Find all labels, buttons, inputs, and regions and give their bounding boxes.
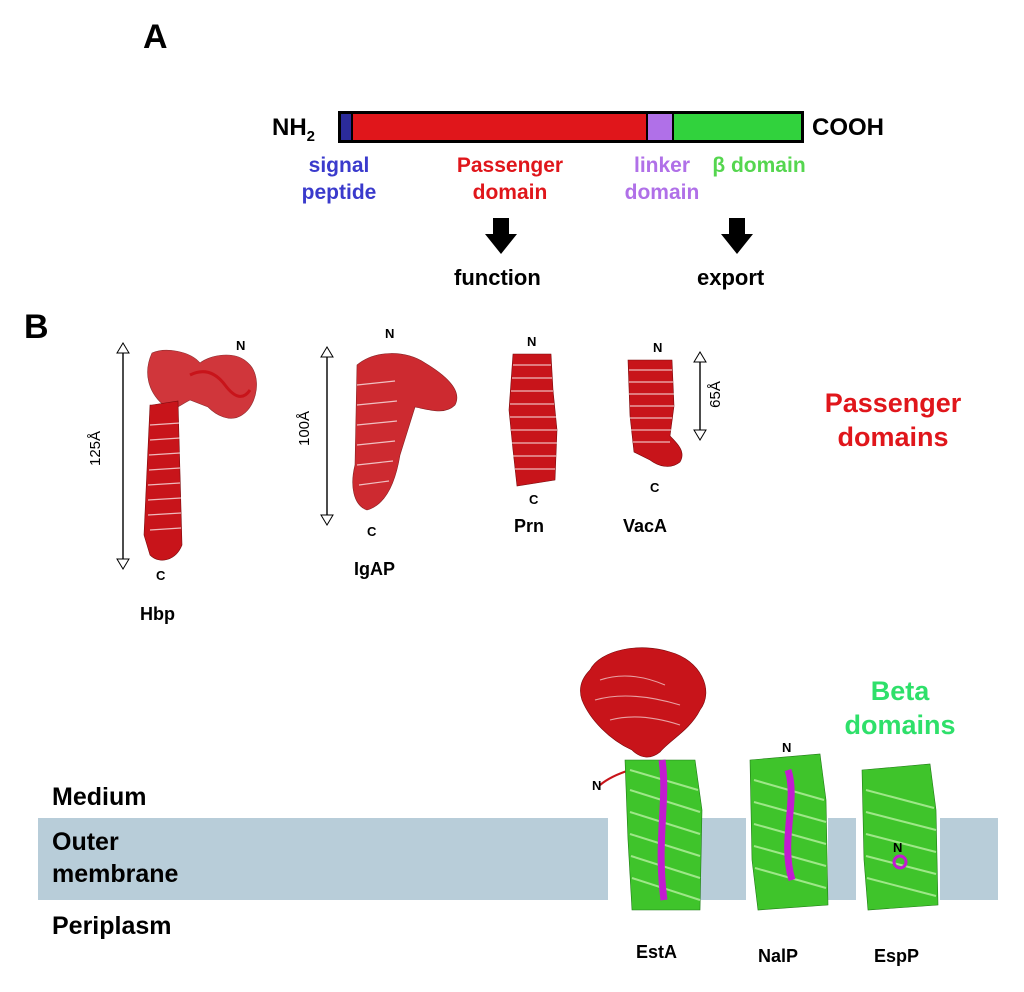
vaca-measure-arrow-icon [693,351,707,441]
nalp-label: NalP [758,946,799,966]
igap-label: IgAP [354,559,396,579]
espp-structure-icon [861,763,939,911]
outer-membrane-band [38,818,998,900]
periplasm-label: Periplasm [52,912,172,940]
igap-structure-icon [352,353,458,511]
vaca-label: VacA [623,516,668,536]
nalp-structure-icon [749,753,829,911]
vaca-c-terminus: C [650,480,660,495]
vaca-structure-icon [627,359,683,467]
prn-n-terminus: N [527,334,537,349]
prn-label: Prn [514,516,545,536]
cooh-terminus-label: COOH [812,114,884,141]
esta-structure-icon [580,647,707,911]
prn-structure-icon [508,353,558,487]
domain-bar [338,111,804,143]
igap-measure-arrow-icon [320,346,334,526]
export-arrow-icon [721,218,753,254]
nh2-terminus-label: NH2 [272,114,316,145]
hbp-c-terminus: C [156,568,166,583]
esta-label: EstA [636,942,678,962]
medium-label: Medium [52,783,147,811]
hbp-measure-label: 125Å [87,430,105,467]
hbp-measure-arrow-icon [116,342,130,570]
esta-n-terminus: N [592,778,602,793]
export-label: export [697,265,765,290]
hbp-n-terminus: N [236,338,246,353]
beta-domain-segment [672,114,801,140]
signal-peptide-segment [341,114,352,140]
passenger-domain-segment [351,114,646,140]
espp-n-terminus: N [893,840,903,855]
panel-a-letter: A [143,18,168,56]
espp-label: EspP [874,946,920,966]
nalp-n-terminus: N [782,740,792,755]
beta-domain-label: β domain [712,154,806,177]
igap-measure-label: 100Å [296,410,314,447]
igap-n-terminus: N [385,326,395,341]
hbp-structure-icon [143,350,257,561]
function-label: function [454,265,541,290]
prn-c-terminus: C [529,492,539,507]
panel-b-letter: B [24,308,49,346]
linker-domain-segment [645,114,673,140]
vaca-n-terminus: N [653,340,663,355]
igap-c-terminus: C [367,524,377,539]
vaca-measure-label: 65Å [706,381,724,408]
function-arrow-icon [485,218,517,254]
hbp-label: Hbp [140,604,175,624]
